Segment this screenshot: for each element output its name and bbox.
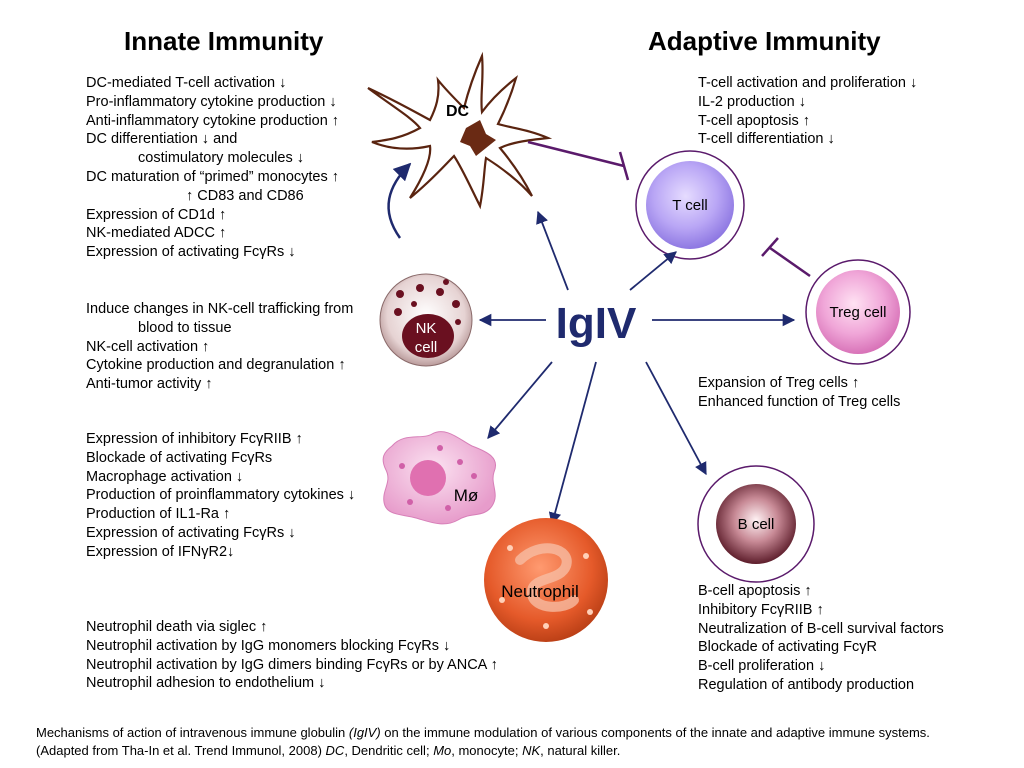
treg-effect-item: Enhanced function of Treg cells [698,393,901,410]
arrow-to-macrophage [487,361,553,439]
dc-effect-item: DC maturation of “primed” monocytes ↑ [86,168,340,185]
caption-abbrev: DC [325,743,345,758]
macrophage-effect-item: Blockade of activating FcγRs [86,449,273,466]
inhibit-bar-tcell [618,151,630,181]
treg-label: Treg cell [830,304,887,321]
inhibit-dc-tcell [527,140,625,168]
treg-effects-list: Expansion of Treg cells ↑ Enhanced funct… [698,374,900,412]
bcell-effect-item: B-cell proliferation ↓ [698,658,826,675]
bcell-effect-item: Inhibitory FcγRIIB ↑ [698,601,824,618]
dc-effect-item: costimulatory molecules ↓ [138,150,304,167]
macrophage-effect-item: Production of proinflammatory cytokines … [86,487,356,504]
macrophage-icon [382,431,496,525]
nk-effect-item: Anti-tumor activity ↑ [86,376,213,393]
dc-effect-item: Anti-inflammatory cytokine production ↑ [86,112,340,129]
dendritic-cell-icon [367,51,553,210]
adaptive-immunity-title: Adaptive Immunity [648,26,881,56]
bcell-effects-list: B-cell apoptosis ↑ Inhibitory FcγRIIB ↑ … [698,582,944,695]
inhibit-bar-treg [761,237,779,257]
igiv-center-label: IgIV [556,299,637,348]
tcell-effect-item: IL-2 production ↓ [698,93,807,110]
caption-abbrev: (IgIV) [348,725,381,740]
caption-text: , monocyte; [451,743,523,758]
dc-effect-item: DC differentiation ↓ and [86,131,238,148]
nk-effect-item: NK-cell activation ↑ [86,338,210,355]
nk-effects-list: Induce changes in NK-cell trafficking fr… [86,300,353,394]
neutrophil-effect-item: Neutrophil activation by IgG monomers bl… [86,637,451,654]
tcell-effect-item: T-cell differentiation ↓ [698,131,835,148]
tcell-label: T cell [672,197,708,214]
neutrophil-effect-item: Neutrophil activation by IgG dimers bind… [86,656,498,673]
dc-label: DC [446,103,470,120]
macrophage-effect-item: Expression of inhibitory FcγRIIB ↑ [86,431,303,447]
bcell-effect-item: Neutralization of B-cell survival factor… [698,620,944,637]
immunity-diagram: DC T cell Treg cell NK cell IgIV [367,51,911,642]
nk-effect-item: blood to tissue [138,319,232,336]
macrophage-effect-item: Production of IL1-Ra ↑ [86,506,231,523]
nk-label-line2: cell [415,339,438,356]
dc-effect-item: Pro-inflammatory cytokine production ↓ [86,93,337,110]
treg-effect-item: Expansion of Treg cells ↑ [698,375,860,391]
inhibit-treg-tcell [769,246,811,278]
arrow-to-neutrophil [548,361,597,526]
bcell-effect-item: B-cell apoptosis ↑ [698,583,812,599]
arrow-to-tcell [629,251,677,291]
neutrophil-effects-list: Neutrophil death via siglec ↑ Neutrophil… [86,618,498,693]
nk-effect-item: Cytokine production and degranulation ↑ [86,357,346,374]
nk-label-line1: NK [416,320,437,337]
figure-caption: Mechanisms of action of intravenous immu… [36,724,1016,760]
dc-effect-item: ↑ CD83 and CD86 [186,187,304,204]
bcell-effect-item: Blockade of activating FcγR [698,639,877,656]
inhibition-lines [527,140,811,278]
caption-text: , natural killer. [540,743,621,758]
dc-effect-item: NK-mediated ADCC ↑ [86,225,227,242]
macrophage-label: Mø [454,486,479,505]
neutrophil-label: Neutrophil [501,582,579,601]
dc-effects-list: DC-mediated T-cell activation ↓ Pro-infl… [86,74,339,262]
innate-immunity-title: Innate Immunity [124,26,324,56]
tcell-effects-list: T-cell activation and proliferation ↓ IL… [698,74,917,149]
macrophage-effect-item: Expression of activating FcγRs ↓ [86,524,296,541]
dc-effect-item: Expression of activating FcγRs ↓ [86,244,296,261]
arrow-to-dc [536,210,569,291]
dc-effect-item: DC-mediated T-cell activation ↓ [86,75,287,91]
caption-text: on the immune modulation of various comp… [380,725,930,740]
macrophage-effect-item: Expression of IFNγR2↓ [86,543,235,560]
macrophage-effects-list: Expression of inhibitory FcγRIIB ↑ Block… [86,430,355,562]
nk-effect-item: Induce changes in NK-cell trafficking fr… [86,301,354,317]
dc-effect-item: Expression of CD1d ↑ [86,206,227,223]
t-cell-icon [635,150,745,260]
caption-abbrev: NK [522,743,541,758]
treg-cell-icon [805,259,911,365]
igiv-arrows [478,210,796,526]
neutrophil-effect-item: Neutrophil adhesion to endothelium ↓ [86,675,326,692]
b-cell-icon [697,465,815,583]
tcell-effect-item: T-cell apoptosis ↑ [698,112,811,129]
nk-cell-icon [379,273,473,367]
tcell-effect-item: T-cell activation and proliferation ↓ [698,75,918,91]
bcell-label: B cell [738,516,775,533]
caption-text: Mechanisms of action of intravenous immu… [36,725,349,740]
curved-arrow-icon [387,162,412,239]
neutrophil-effect-item: Neutrophil death via siglec ↑ [86,619,268,635]
caption-text: , Dendritic cell; [344,743,434,758]
caption-text: (Adapted from Tha-In et al. Trend Immuno… [36,743,326,758]
neutrophil-icon [484,518,608,642]
macrophage-effect-item: Macrophage activation ↓ [86,468,244,485]
arrow-to-bcell [645,361,707,476]
caption-abbrev: Mo [433,743,452,758]
bcell-effect-item: Regulation of antibody production [698,676,915,693]
